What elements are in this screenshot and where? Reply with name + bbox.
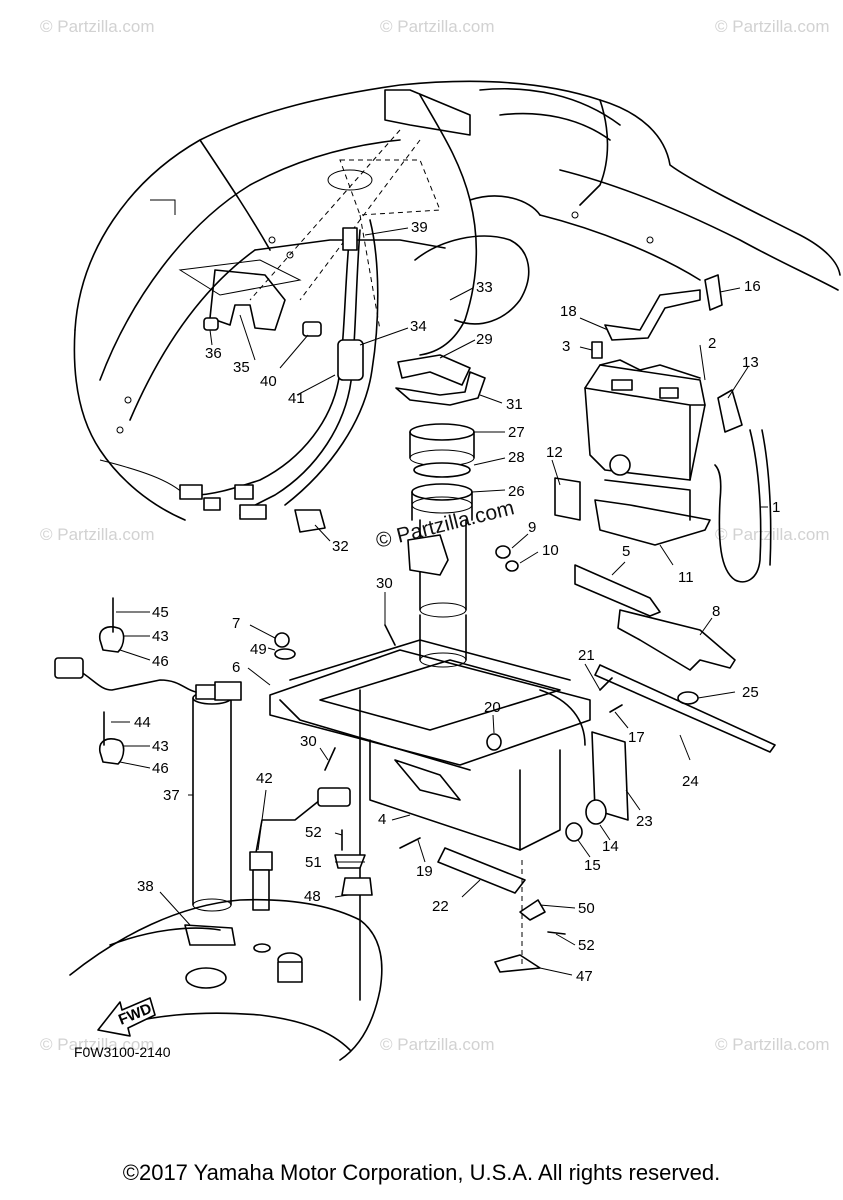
callout-42: 42 xyxy=(256,770,273,787)
callout-23: 23 xyxy=(636,813,653,830)
callout-44: 44 xyxy=(134,714,151,731)
callout-50: 50 xyxy=(578,900,595,917)
bracket-35-36-40 xyxy=(203,269,326,533)
callout-45: 45 xyxy=(152,604,169,621)
callout-34: 34 xyxy=(410,318,427,335)
watermark: © Partzilla.com xyxy=(715,17,830,36)
callout-9: 9 xyxy=(528,519,536,536)
fwd-arrow: FWD xyxy=(97,997,156,1037)
callout-5: 5 xyxy=(622,543,630,560)
battery-brackets xyxy=(591,274,772,583)
callout-3: 3 xyxy=(562,338,570,355)
hull-lower xyxy=(69,898,383,1061)
callout-47: 47 xyxy=(576,968,593,985)
callout-37: 37 xyxy=(163,787,180,804)
callout-30-a: 30 xyxy=(376,575,393,592)
drawing-code: F0W3100-2140 xyxy=(74,1044,171,1060)
watermark: © Partzilla.com xyxy=(40,17,155,36)
callout-7: 7 xyxy=(232,615,240,632)
callout-48: 48 xyxy=(304,888,321,905)
callout-14: 14 xyxy=(602,838,619,855)
callout-52-b: 52 xyxy=(578,937,595,954)
callout-52-a: 52 xyxy=(305,824,322,841)
callout-17: 17 xyxy=(628,729,645,746)
callout-27: 27 xyxy=(508,424,525,441)
callout-41: 41 xyxy=(288,390,305,407)
battery-box xyxy=(269,639,591,1001)
callout-1: 1 xyxy=(772,499,780,516)
watermark: © Partzilla.com xyxy=(380,17,495,36)
callout-18: 18 xyxy=(560,303,577,320)
callout-12: 12 xyxy=(546,444,563,461)
callout-46-b: 46 xyxy=(152,760,169,777)
hull-upper xyxy=(73,80,841,521)
callout-33: 33 xyxy=(476,279,493,296)
callout-28: 28 xyxy=(508,449,525,466)
callout-22: 22 xyxy=(432,898,449,915)
callout-15: 15 xyxy=(584,857,601,874)
callout-36: 36 xyxy=(205,345,222,362)
callout-31: 31 xyxy=(506,396,523,413)
wire-harness xyxy=(179,219,379,520)
callout-labels: 1 2 3 4 5 6 7 8 9 10 11 12 13 14 15 16 1… xyxy=(134,219,780,985)
callout-13: 13 xyxy=(742,354,759,371)
center-watermark: © Partzilla.com xyxy=(374,496,517,553)
straps xyxy=(395,354,486,406)
callout-43-a: 43 xyxy=(152,628,169,645)
callout-26: 26 xyxy=(508,483,525,500)
watermark: © Partzilla.com xyxy=(715,525,830,544)
battery xyxy=(554,359,711,546)
clamps xyxy=(98,597,125,765)
sensor xyxy=(249,787,351,911)
pads xyxy=(437,664,776,894)
callout-38: 38 xyxy=(137,878,154,895)
watermark: © Partzilla.com xyxy=(715,1035,830,1054)
callout-32: 32 xyxy=(332,538,349,555)
exploded-view-drawing: © Partzilla.com © Partzilla.com © Partzi… xyxy=(40,17,841,1061)
callout-6: 6 xyxy=(232,659,240,676)
callout-16: 16 xyxy=(744,278,761,295)
brackets-5-8 xyxy=(574,564,736,705)
callout-39: 39 xyxy=(411,219,428,236)
callout-20: 20 xyxy=(484,699,501,716)
callout-10: 10 xyxy=(542,542,559,559)
callout-8: 8 xyxy=(712,603,720,620)
callout-4: 4 xyxy=(378,811,386,828)
callout-19: 19 xyxy=(416,863,433,880)
callout-29: 29 xyxy=(476,331,493,348)
fuel-sender xyxy=(54,657,242,946)
callout-2: 2 xyxy=(708,335,716,352)
callout-40: 40 xyxy=(260,373,277,390)
callout-24: 24 xyxy=(682,773,699,790)
callout-49: 49 xyxy=(250,641,267,658)
callout-11: 11 xyxy=(678,569,694,586)
callout-35: 35 xyxy=(233,359,250,376)
callout-21: 21 xyxy=(578,647,595,664)
watermark: © Partzilla.com xyxy=(380,1035,495,1054)
watermark: © Partzilla.com xyxy=(40,1035,155,1054)
callout-25: 25 xyxy=(742,684,759,701)
copyright-text: ©2017 Yamaha Motor Corporation, U.S.A. A… xyxy=(122,1160,721,1185)
callout-46-a: 46 xyxy=(152,653,169,670)
fasteners xyxy=(274,545,623,973)
callout-51: 51 xyxy=(305,854,322,871)
callout-30-b: 30 xyxy=(300,733,317,750)
filler-neck xyxy=(407,423,475,668)
watermark: © Partzilla.com xyxy=(40,525,155,544)
callout-43-b: 43 xyxy=(152,738,169,755)
leader-lines xyxy=(111,227,768,976)
